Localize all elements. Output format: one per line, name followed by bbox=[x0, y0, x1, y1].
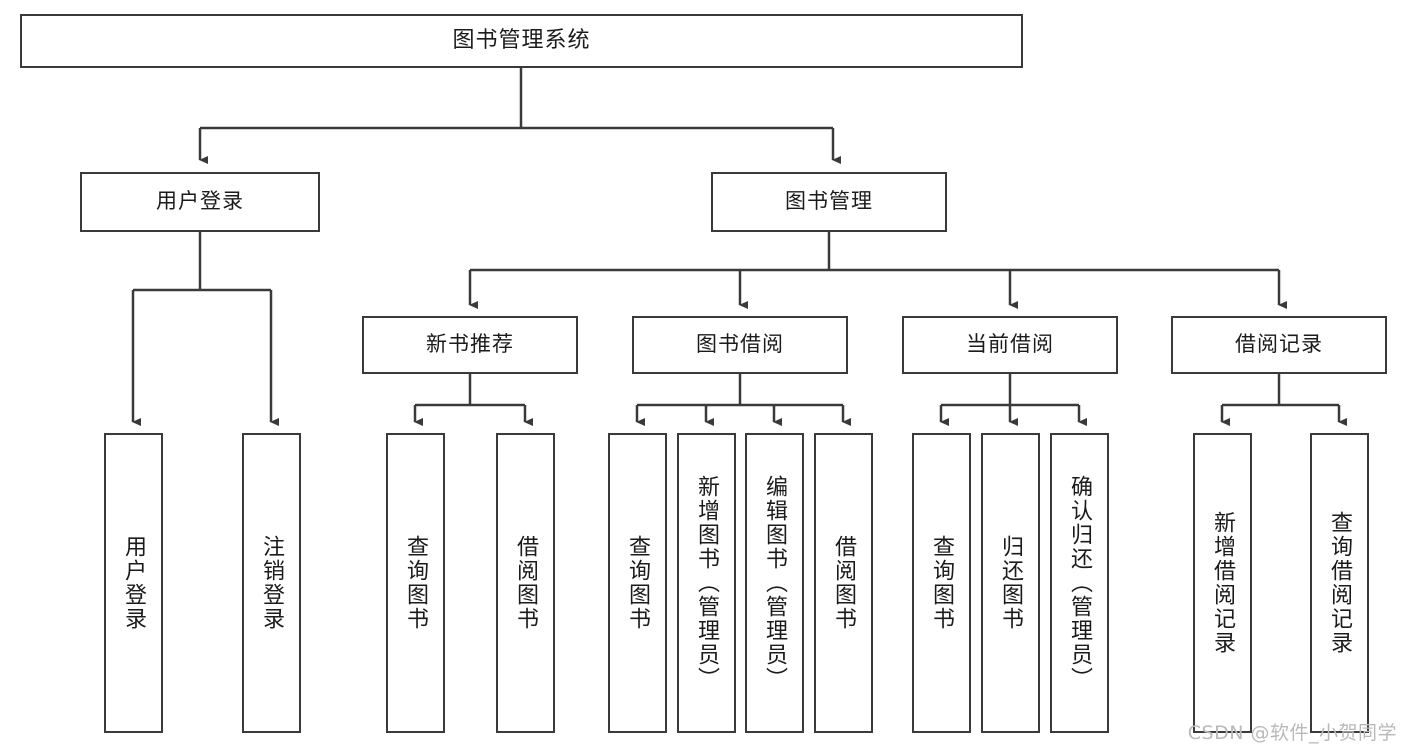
leaf-query-borrow-record[interactable]: 查询借阅记录 bbox=[1310, 433, 1369, 733]
leaf-label: 查询图书 bbox=[929, 535, 955, 631]
leaf-label: 借阅图书 bbox=[831, 535, 857, 631]
leaf-label: 归还图书 bbox=[998, 535, 1024, 631]
leaf-edit-book-admin[interactable]: 编辑图书（管理员） bbox=[745, 433, 804, 733]
leaf-label: 借阅图书 bbox=[513, 535, 539, 631]
leaf-label: 新增借阅记录 bbox=[1210, 511, 1236, 655]
node-borrow-record[interactable]: 借阅记录 bbox=[1171, 316, 1387, 374]
node-new-book-recommend[interactable]: 新书推荐 bbox=[362, 316, 578, 374]
leaf-label: 编辑图书（管理员） bbox=[762, 475, 788, 691]
node-book-borrow[interactable]: 图书借阅 bbox=[632, 316, 848, 374]
leaf-label: 用户登录 bbox=[121, 535, 147, 631]
leaf-user-login[interactable]: 用户登录 bbox=[104, 433, 163, 733]
leaf-user-logout[interactable]: 注销登录 bbox=[242, 433, 301, 733]
node-current-borrow[interactable]: 当前借阅 bbox=[902, 316, 1118, 374]
node-book-admin[interactable]: 图书管理 bbox=[711, 172, 947, 232]
leaf-add-borrow-record[interactable]: 新增借阅记录 bbox=[1193, 433, 1252, 733]
leaf-query-book-recommend[interactable]: 查询图书 bbox=[386, 433, 445, 733]
leaf-label: 查询图书 bbox=[403, 535, 429, 631]
csdn-watermark: CSDN @软件_小贺同学 bbox=[1187, 722, 1397, 744]
leaf-label: 查询图书 bbox=[625, 535, 651, 631]
leaf-confirm-return-admin[interactable]: 确认归还（管理员） bbox=[1050, 433, 1109, 733]
leaf-label: 新增图书（管理员） bbox=[694, 475, 720, 691]
leaf-borrow-book-recommend[interactable]: 借阅图书 bbox=[496, 433, 555, 733]
leaf-query-book-borrow[interactable]: 查询图书 bbox=[608, 433, 667, 733]
leaf-borrow-book[interactable]: 借阅图书 bbox=[814, 433, 873, 733]
leaf-add-book-admin[interactable]: 新增图书（管理员） bbox=[677, 433, 736, 733]
node-root-book-management-system[interactable]: 图书管理系统 bbox=[20, 14, 1023, 68]
leaf-label: 确认归还（管理员） bbox=[1067, 475, 1093, 691]
leaf-query-book-current[interactable]: 查询图书 bbox=[912, 433, 971, 733]
leaf-return-book[interactable]: 归还图书 bbox=[981, 433, 1040, 733]
leaf-label: 注销登录 bbox=[259, 535, 285, 631]
node-user-login[interactable]: 用户登录 bbox=[80, 172, 320, 232]
leaf-label: 查询借阅记录 bbox=[1327, 511, 1353, 655]
